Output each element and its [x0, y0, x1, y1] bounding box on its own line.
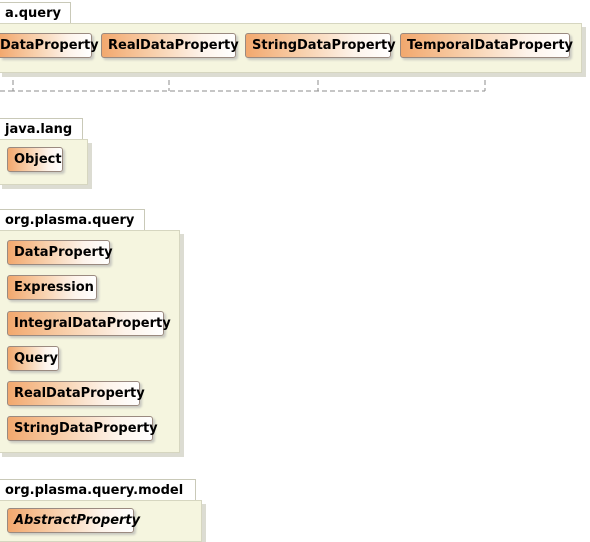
class-box[interactable]: DataProperty [0, 33, 99, 58]
class-name: Query [14, 351, 59, 366]
class-name: StringDataProperty [252, 38, 396, 53]
class-box[interactable]: IntegralDataProperty [7, 311, 171, 336]
class-name: AbstractProperty [14, 513, 141, 528]
class-box[interactable]: Object [7, 147, 63, 172]
package-name: a.query [5, 6, 61, 21]
package-name: java.lang [5, 122, 73, 137]
dashed-connector [12, 72, 485, 92]
class-box[interactable]: StringDataProperty [7, 416, 158, 441]
class-name: IntegralDataProperty [14, 316, 171, 331]
package-tab: java.lang [0, 118, 83, 140]
package-body [0, 230, 180, 453]
package-name: org.plasma.query [5, 213, 135, 228]
class-box[interactable]: StringDataProperty [245, 33, 396, 58]
package-tab: org.plasma.query.model [0, 479, 196, 501]
class-box[interactable]: RealDataProperty [7, 381, 145, 406]
class-box[interactable]: RealDataProperty [101, 33, 239, 58]
class-box[interactable]: Expression [7, 275, 97, 300]
package-tab: a.query [0, 2, 71, 24]
package-tab: org.plasma.query [0, 209, 145, 231]
class-name: DataProperty [14, 245, 113, 260]
class-box[interactable]: DataProperty [7, 240, 113, 265]
class-name: RealDataProperty [108, 38, 239, 53]
class-name: Expression [14, 280, 94, 295]
class-name: RealDataProperty [14, 386, 145, 401]
package-name: org.plasma.query.model [5, 483, 184, 498]
class-name: TemporalDataProperty [407, 38, 574, 53]
class-name: StringDataProperty [14, 421, 158, 436]
class-box[interactable]: AbstractProperty [7, 508, 140, 533]
class-box[interactable]: Query [7, 346, 59, 371]
class-name: Object [14, 152, 62, 167]
class-name: DataProperty [0, 38, 99, 53]
class-box[interactable]: TemporalDataProperty [400, 33, 574, 58]
